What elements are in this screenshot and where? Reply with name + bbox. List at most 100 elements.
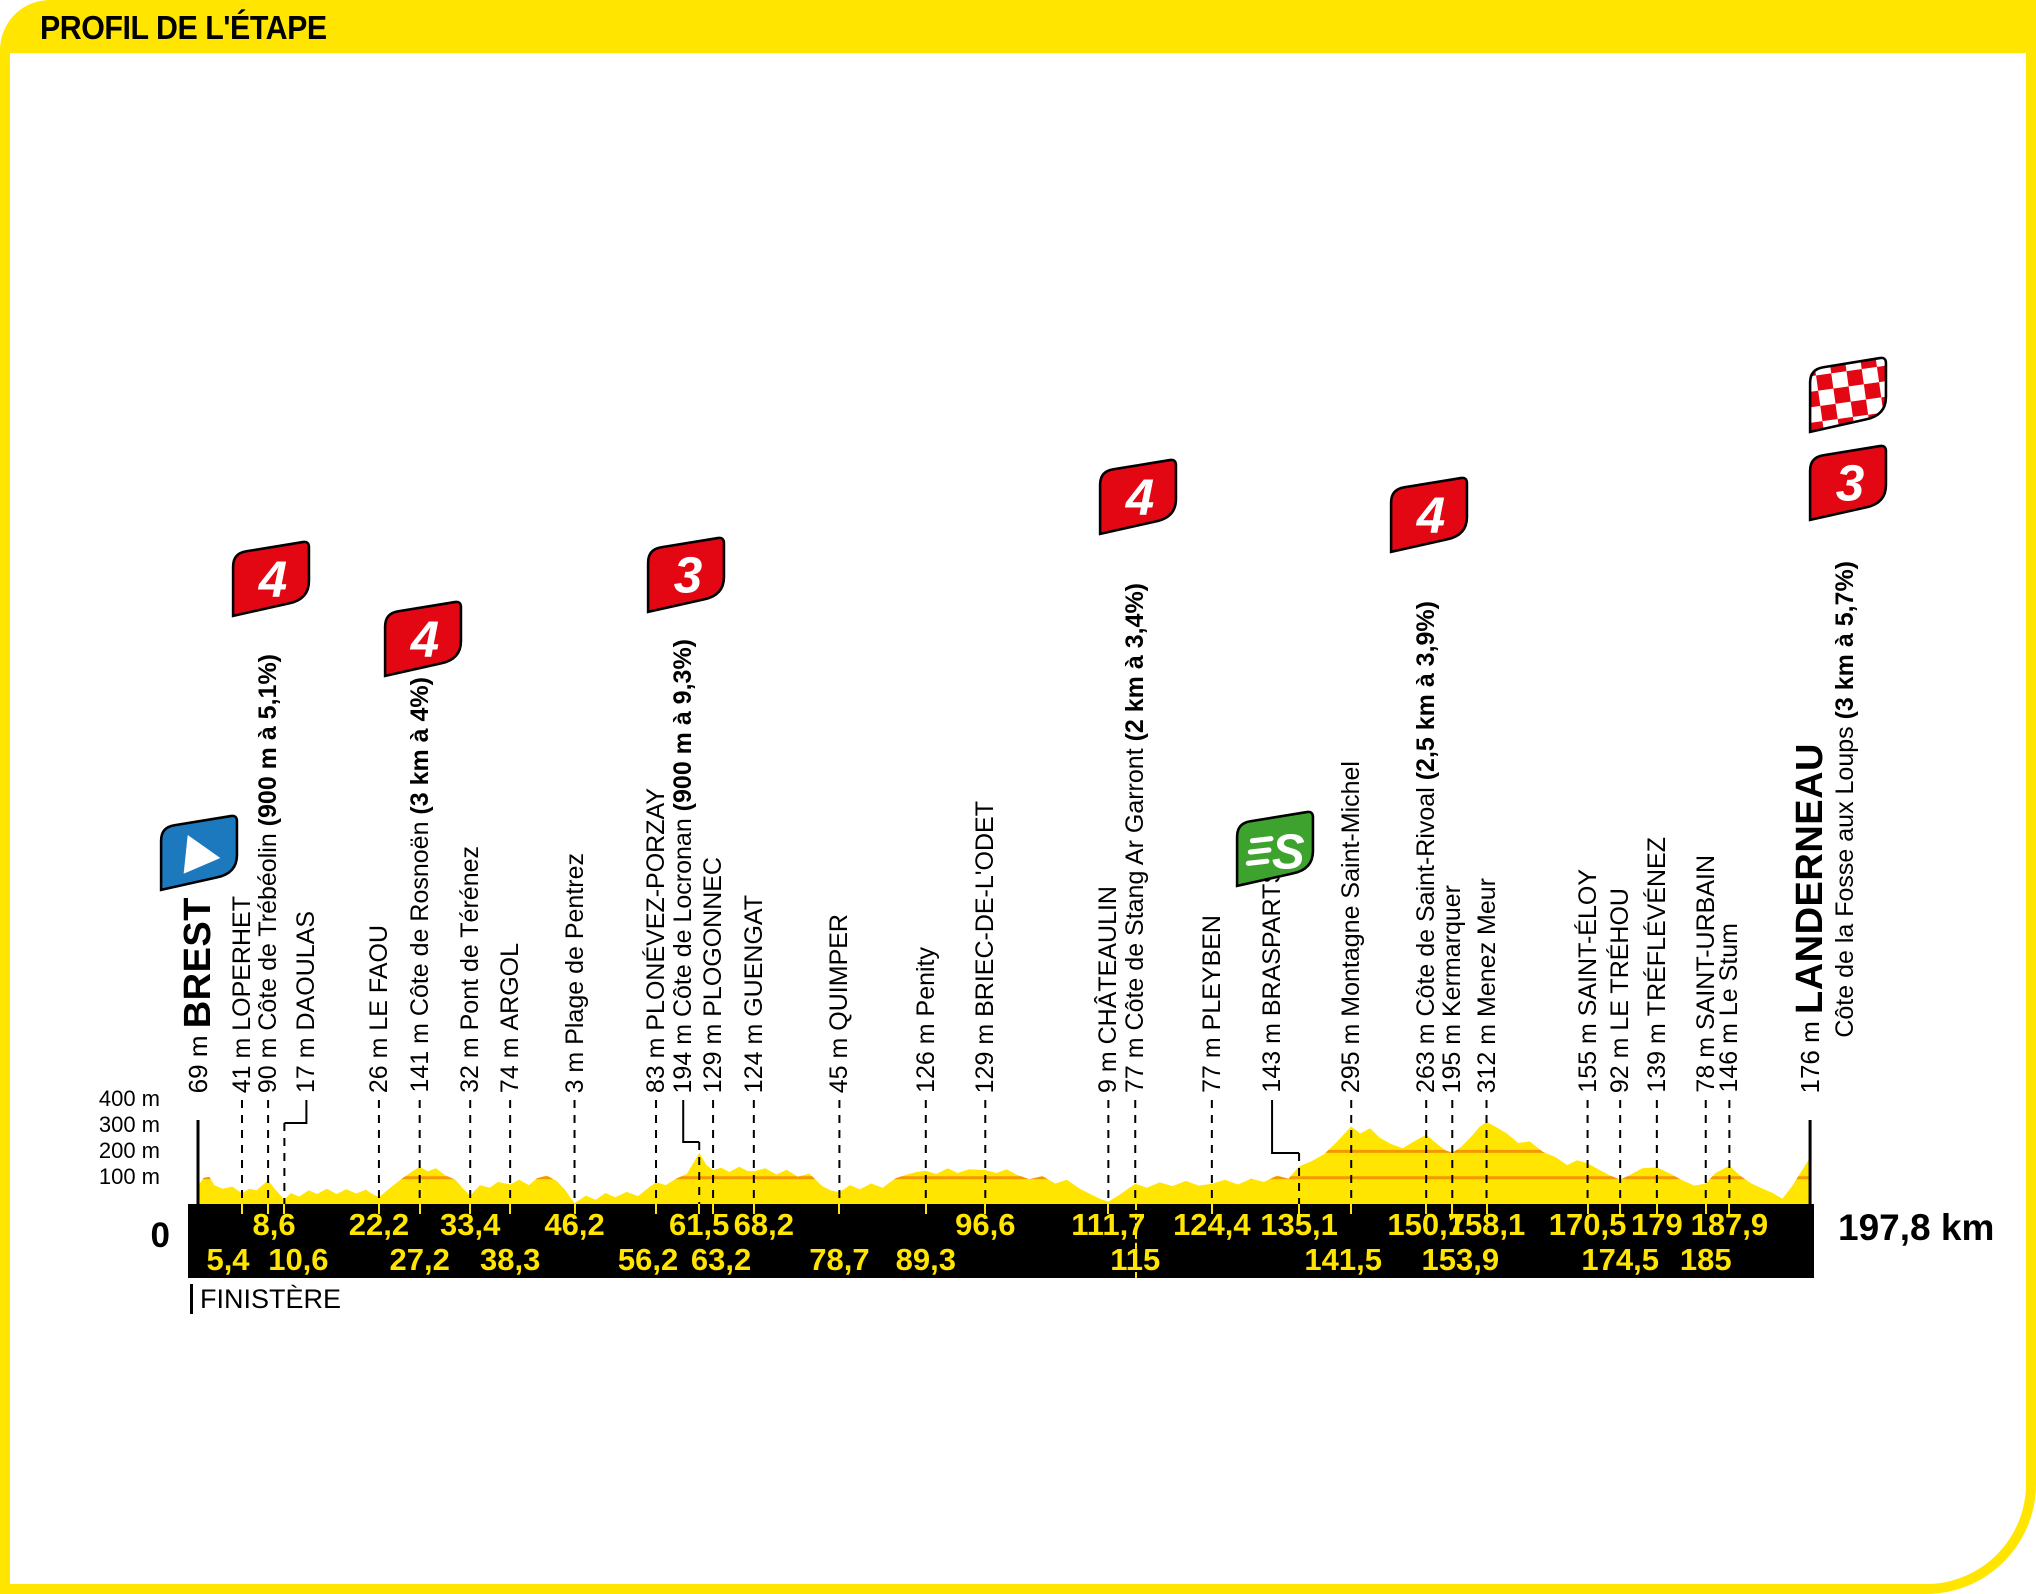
sprint-flag-icon: S <box>1235 810 1315 888</box>
waypoint-name: LE TRÉHOU <box>1606 887 1635 1031</box>
waypoint-label: 129 m PLOGONNEC <box>699 857 727 1093</box>
elevation-profile-svg <box>196 1100 1812 1204</box>
km-marker-value: 141,5 <box>1304 1242 1382 1277</box>
waypoint-name: Plage de Pentrez <box>560 852 589 1045</box>
waypoint-label: 195 m Kermarquer <box>1438 885 1466 1093</box>
waypoint-name: SAINT-ÉLOY <box>1573 869 1602 1017</box>
waypoint-label: 143 m BRASPARTS <box>1258 867 1286 1093</box>
waypoint-elevation: 176 m <box>1795 1013 1826 1093</box>
finish-climb-label: Côte de la Fosse aux Loups (3 km à 5,7%) <box>1831 561 1859 1038</box>
bar-tick <box>1298 1204 1301 1214</box>
category-4-flag-icon: 4 <box>1390 476 1469 554</box>
waypoint-elevation: 155 m <box>1573 1016 1602 1093</box>
y-axis-tick-label: 400 m <box>98 1086 160 1111</box>
waypoint-label: 92 m LE TRÉHOU <box>1606 888 1634 1093</box>
waypoint-locator-lines <box>241 1100 1731 1204</box>
finish-checkered-flag-icon <box>1808 356 1888 434</box>
waypoint-elevation: 312 m <box>1472 1016 1501 1093</box>
bar-tick <box>1655 1204 1658 1214</box>
waypoint-elevation: 74 m <box>496 1030 525 1093</box>
y-axis-tick-label: 200 m <box>98 1138 160 1163</box>
waypoint-name: PLEYBEN <box>1197 915 1226 1031</box>
waypoint-label: 146 m Le Stum <box>1715 923 1743 1093</box>
svg-text:3: 3 <box>1836 454 1865 511</box>
svg-text:3: 3 <box>674 546 703 603</box>
waypoint-label: 124 m GUENGAT <box>740 895 768 1093</box>
y-axis-tick-label: 300 m <box>98 1112 160 1137</box>
km-marker-value: 68,2 <box>733 1207 794 1242</box>
waypoint-elevation: 69 m <box>183 1027 213 1093</box>
km-marker-value: 153,9 <box>1421 1242 1500 1277</box>
waypoint-label: 17 m DAOULAS <box>292 911 320 1093</box>
svg-text:4: 4 <box>258 550 288 607</box>
flag-marker: 4 <box>1093 458 1181 545</box>
waypoint-elevation: 129 m <box>971 1016 1000 1093</box>
waypoint-name: PLOGONNEC <box>699 856 728 1017</box>
bar-tick <box>984 1204 987 1214</box>
bar-tick <box>838 1204 841 1214</box>
flag-marker: 3 <box>1803 444 1891 531</box>
waypoint-name: Côte de la Fosse aux Loups <box>1831 726 1859 1038</box>
bar-tick <box>655 1204 658 1214</box>
waypoint-name: Côte de Trébéolin <box>254 833 283 1031</box>
waypoint-elevation: 146 m <box>1715 1016 1744 1093</box>
waypoint-elevation: 124 m <box>739 1016 768 1093</box>
category-3-flag-icon: 3 <box>647 536 726 614</box>
flag-marker: 4 <box>1384 476 1472 563</box>
flag-marker: S <box>1230 810 1318 897</box>
category-4-flag-icon: 4 <box>1099 458 1178 536</box>
waypoint-label: 155 m SAINT-ÉLOY <box>1574 869 1602 1093</box>
waypoint-elevation: 26 m <box>364 1030 393 1093</box>
bar-tick <box>1586 1204 1589 1214</box>
origin-distance-label: 0 <box>150 1216 170 1255</box>
bar-tick <box>1704 1204 1707 1214</box>
waypoint-label: 139 m TRÉFLÉVÉNEZ <box>1643 837 1671 1093</box>
waypoint-elevation: 195 m <box>1438 1016 1467 1093</box>
waypoint-label: 90 m Côte de Trébéolin (900 m à 5,1%) <box>254 654 282 1093</box>
climb-gradient: (900 m à 5,1%) <box>254 653 283 834</box>
km-marker-value: 111,7 <box>1071 1207 1146 1242</box>
svg-text:S: S <box>1272 824 1305 879</box>
bar-tick <box>698 1204 701 1214</box>
bar-tick <box>241 1204 243 1214</box>
category-3-flag-icon: 3 <box>1808 444 1888 522</box>
km-marker-value: 124,4 <box>1173 1207 1251 1242</box>
waypoint-name: Menez Meur <box>1472 877 1501 1017</box>
waypoint-name: BRIEC-DE-L'ODET <box>971 800 1000 1017</box>
waypoint-name: Le Stum <box>1715 923 1744 1017</box>
climb-gradient: (2 km à 3,4%) <box>1121 583 1150 749</box>
waypoint-label: 263 m Côte de Saint-Rivoal (2,5 km à 3,9… <box>1412 601 1440 1093</box>
km-marker-value: 174,5 <box>1581 1242 1659 1277</box>
bar-tick <box>267 1204 270 1214</box>
km-marker-value: 5,4 <box>206 1242 250 1277</box>
km-marker-value: 78,7 <box>809 1242 870 1277</box>
bar-tick <box>924 1204 927 1214</box>
km-marker-value: 135,1 <box>1260 1207 1338 1242</box>
bar-tick <box>418 1204 421 1214</box>
waypoint-name: Côte de Rosnoën <box>405 821 434 1017</box>
waypoint-label: 41 m LOPERHET <box>228 896 256 1093</box>
waypoint-label: 32 m Pont de Térénez <box>456 846 484 1093</box>
y-axis-tick-label: 100 m <box>98 1164 160 1189</box>
waypoint-label: 194 m Côte de Locronan (900 m à 9,3%) <box>669 639 697 1093</box>
bar-tick <box>1425 1204 1428 1214</box>
km-marker-value: 185 <box>1679 1242 1732 1277</box>
waypoint-label: 77 m Côte de Stang Ar Garront (2 km à 3,… <box>1121 583 1149 1093</box>
waypoint-name: Côte de Saint-Rivoal <box>1412 787 1441 1017</box>
profile-canvas <box>10 53 2026 1584</box>
bar-tick <box>573 1204 576 1214</box>
waypoint-name: Côte de Locronan <box>669 817 698 1017</box>
km-marker-value: 8,6 <box>252 1207 296 1242</box>
waypoint-elevation: 263 m <box>1412 1016 1441 1093</box>
waypoint-elevation: 143 m <box>1258 1016 1287 1093</box>
waypoint-elevation: 77 m <box>1121 1030 1150 1093</box>
waypoint-elevation: 126 m <box>911 1016 940 1093</box>
km-marker-value: 10,6 <box>268 1242 329 1277</box>
bar-tick <box>1107 1204 1110 1214</box>
climb-gradient: (3 km à 4%) <box>405 677 434 822</box>
km-marker-value: 56,2 <box>617 1242 679 1277</box>
waypoint-name: PLONÉVEZ-PORZAY <box>642 787 671 1031</box>
svg-text:4: 4 <box>1416 486 1446 543</box>
